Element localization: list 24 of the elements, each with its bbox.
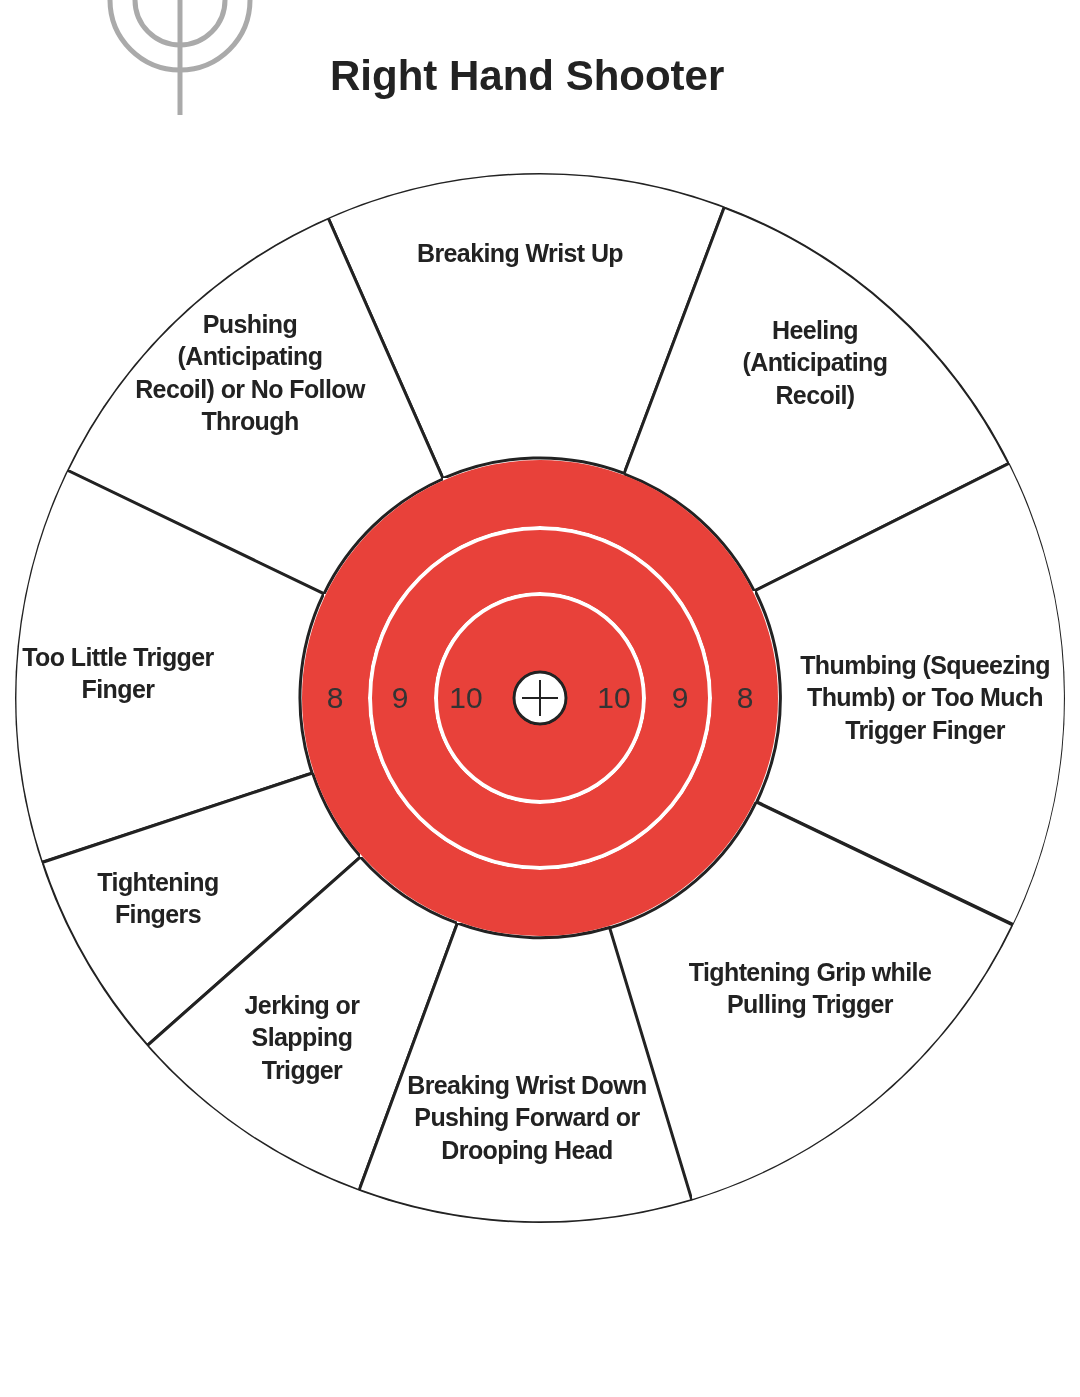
error-label: Breaking Wrist Down Pushing Forward or Drooping Head bbox=[406, 1070, 648, 1167]
ring-score: 10 bbox=[597, 683, 631, 713]
ring-score: 10 bbox=[449, 683, 483, 713]
target-circle bbox=[15, 173, 1065, 1223]
target-sector bbox=[624, 206, 1010, 591]
error-label: Pushing (Anticipating Recoil) or No Follow Through bbox=[135, 309, 365, 438]
error-label: Thumbing (Squeezing Thumb) or Too Much Trigger Finger bbox=[799, 650, 1051, 747]
target-sector bbox=[754, 462, 1065, 925]
inner-ring bbox=[434, 592, 646, 804]
ring-score: 9 bbox=[391, 683, 409, 713]
error-label: Too Little Trigger Finger bbox=[21, 641, 215, 705]
ring-score: 9 bbox=[671, 683, 689, 713]
error-label: Tightening Fingers bbox=[96, 866, 220, 930]
error-label: Breaking Wrist Up bbox=[415, 237, 624, 269]
error-label: Heeling (Anticipating Recoil) bbox=[741, 315, 889, 412]
outer-ring bbox=[300, 458, 780, 938]
title: Right Hand Shooter bbox=[330, 52, 725, 100]
bullseye bbox=[512, 670, 568, 726]
target-sector bbox=[15, 470, 324, 863]
ring-score: 8 bbox=[736, 683, 754, 713]
error-label: Jerking or Slapping Trigger bbox=[243, 990, 361, 1087]
ring-score: 8 bbox=[326, 683, 344, 713]
middle-ring bbox=[368, 526, 712, 870]
error-label: Tightening Grip while Pulling Trigger bbox=[687, 956, 933, 1020]
